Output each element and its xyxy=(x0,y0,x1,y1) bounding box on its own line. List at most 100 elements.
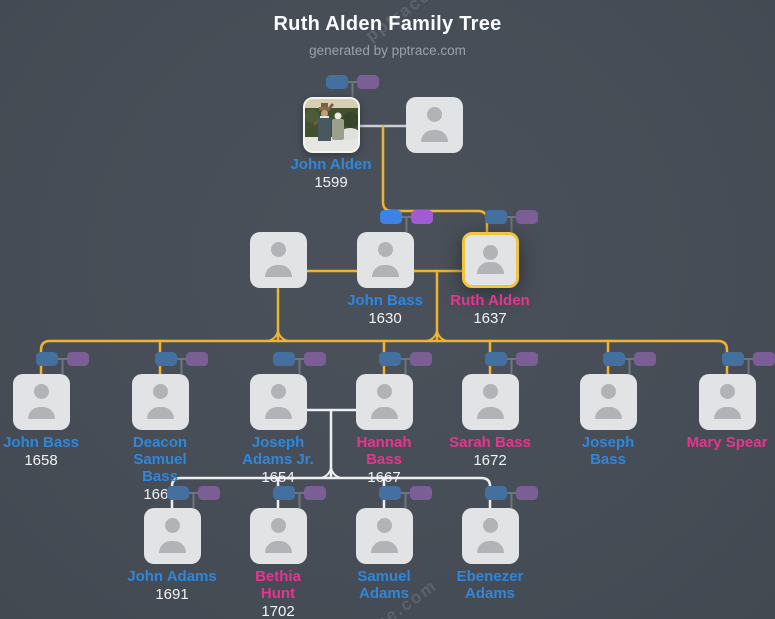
person-silhouette-icon xyxy=(270,518,286,533)
mother-pill-icon[interactable] xyxy=(516,486,538,500)
person-name: Ruth Alden xyxy=(450,292,530,309)
person-name: John Alden xyxy=(290,156,372,173)
person-year: 1630 xyxy=(368,310,402,327)
person-card-ruth-alden-selected[interactable] xyxy=(461,232,519,288)
page-title: Ruth Alden Family Tree xyxy=(273,13,502,35)
mother-pill-icon[interactable] xyxy=(634,352,656,366)
person-silhouette-icon xyxy=(270,384,286,399)
mother-pill-icon[interactable] xyxy=(410,352,432,366)
person-silhouette-icon xyxy=(264,407,292,419)
mother-pill-icon[interactable] xyxy=(753,352,775,366)
person-card-unknown-spouse[interactable] xyxy=(405,97,463,153)
person-name: Bethia Hunt xyxy=(255,568,301,602)
person-card-john-bass-jr[interactable] xyxy=(12,374,70,430)
mother-pill-icon[interactable] xyxy=(516,210,538,224)
person-card-samuel-adams[interactable] xyxy=(355,508,413,564)
person-name: Joseph Bass xyxy=(581,434,635,468)
father-pill-icon[interactable] xyxy=(485,210,507,224)
mother-pill-icon[interactable] xyxy=(516,352,538,366)
mother-pill-icon[interactable] xyxy=(357,75,379,89)
person-name: Deacon Samuel Bass xyxy=(132,434,188,485)
person-name: John Adams xyxy=(127,568,217,585)
father-pill-icon[interactable] xyxy=(379,486,401,500)
person-year: 1637 xyxy=(473,310,507,327)
mother-pill-icon[interactable] xyxy=(410,486,432,500)
person-name: Joseph Adams Jr. xyxy=(242,434,314,468)
person-silhouette-icon xyxy=(264,265,292,277)
father-pill-icon[interactable] xyxy=(485,486,507,500)
mother-pill-icon[interactable] xyxy=(304,486,326,500)
person-card-bethia-hunt[interactable] xyxy=(249,508,307,564)
person-card-joseph-adams-jr[interactable] xyxy=(249,374,307,430)
person-silhouette-icon xyxy=(377,242,393,257)
person-silhouette-icon xyxy=(164,518,180,533)
person-silhouette-icon xyxy=(370,541,398,553)
father-pill-icon[interactable] xyxy=(603,352,625,366)
person-year: 1658 xyxy=(24,452,58,469)
father-pill-icon[interactable] xyxy=(380,210,402,224)
father-pill-icon[interactable] xyxy=(485,352,507,366)
mother-pill-icon[interactable] xyxy=(186,352,208,366)
person-year: 1667 xyxy=(367,469,401,486)
person-name: Hannah Bass xyxy=(356,434,412,468)
person-name: John Bass xyxy=(3,434,79,451)
person-name: Samuel Adams xyxy=(357,568,411,602)
mother-pill-icon[interactable] xyxy=(411,210,433,224)
person-year: 1599 xyxy=(314,174,348,191)
person-card-john-alden[interactable] xyxy=(302,97,360,153)
person-card-joseph-bass[interactable] xyxy=(579,374,637,430)
person-name: Ebenezer Adams xyxy=(456,568,524,602)
father-pill-icon[interactable] xyxy=(273,352,295,366)
person-silhouette-icon xyxy=(420,130,448,142)
father-pill-icon[interactable] xyxy=(167,486,189,500)
page-subtitle: generated by pptrace.com xyxy=(309,43,466,58)
person-silhouette-icon xyxy=(600,384,616,399)
mother-pill-icon[interactable] xyxy=(304,352,326,366)
father-pill-icon[interactable] xyxy=(326,75,348,89)
john-alden-portrait xyxy=(304,99,358,151)
person-silhouette-icon xyxy=(264,541,292,553)
person-name: John Bass xyxy=(347,292,423,309)
person-silhouette-icon xyxy=(594,407,622,419)
person-silhouette-icon xyxy=(376,384,392,399)
father-pill-icon[interactable] xyxy=(379,352,401,366)
person-card-deacon-samuel-bass[interactable] xyxy=(131,374,189,430)
father-pill-icon[interactable] xyxy=(36,352,58,366)
person-silhouette-icon xyxy=(371,265,399,277)
person-card-ebenezer-adams[interactable] xyxy=(461,508,519,564)
person-year: 1702 xyxy=(261,603,295,619)
person-silhouette-icon xyxy=(482,518,498,533)
person-silhouette-icon xyxy=(158,541,186,553)
person-silhouette-icon xyxy=(426,107,442,122)
person-silhouette-icon xyxy=(476,541,504,553)
person-silhouette-icon xyxy=(482,245,498,260)
person-silhouette-icon xyxy=(152,384,168,399)
person-silhouette-icon xyxy=(476,407,504,419)
mother-pill-icon[interactable] xyxy=(198,486,220,500)
person-year: 1654 xyxy=(261,469,295,486)
mother-pill-icon[interactable] xyxy=(67,352,89,366)
person-silhouette-icon xyxy=(27,407,55,419)
person-name: Sarah Bass xyxy=(449,434,531,451)
person-card-john-bass-sr[interactable] xyxy=(356,232,414,288)
person-card-hannah-bass[interactable] xyxy=(355,374,413,430)
person-silhouette-icon xyxy=(370,407,398,419)
person-silhouette-icon xyxy=(476,262,504,274)
person-silhouette-icon xyxy=(146,407,174,419)
person-card-unknown[interactable] xyxy=(249,232,307,288)
person-year: 1672 xyxy=(473,452,507,469)
person-card-john-adams[interactable] xyxy=(143,508,201,564)
person-silhouette-icon xyxy=(33,384,49,399)
person-card-sarah-bass[interactable] xyxy=(461,374,519,430)
person-silhouette-icon xyxy=(482,384,498,399)
father-pill-icon[interactable] xyxy=(155,352,177,366)
father-pill-icon[interactable] xyxy=(722,352,744,366)
person-silhouette-icon xyxy=(270,242,286,257)
person-year: 1691 xyxy=(155,586,189,603)
person-card-mary-spear[interactable] xyxy=(698,374,756,430)
father-pill-icon[interactable] xyxy=(273,486,295,500)
person-name: Mary Spear xyxy=(686,434,768,451)
person-silhouette-icon xyxy=(719,384,735,399)
